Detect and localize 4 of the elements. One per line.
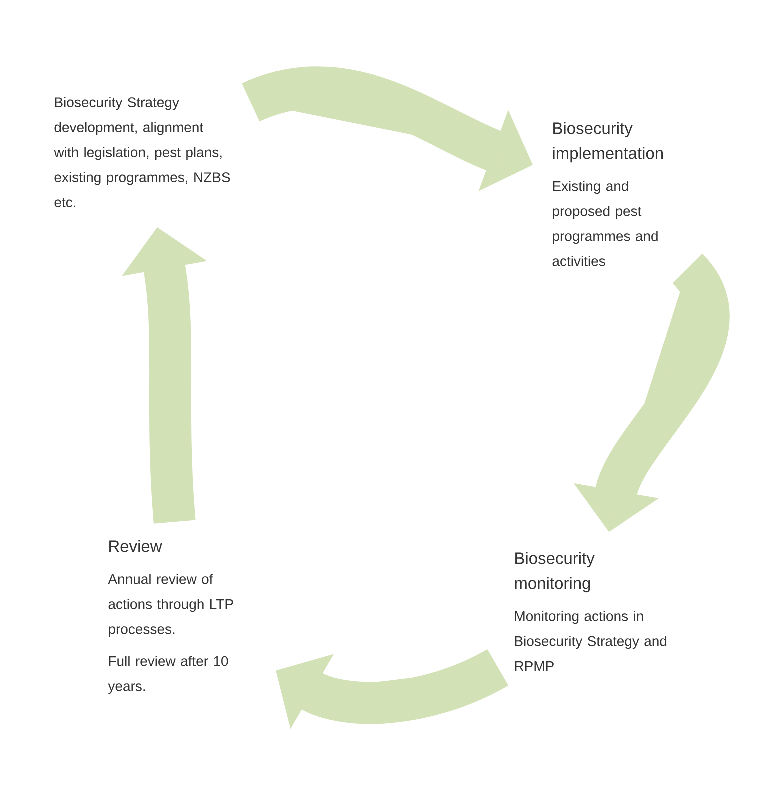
step-text: Biosecurity Strategy development, alignment with legislation, pest plans, existing programmes, NZBS etc. (54, 97, 230, 208)
step-text: Biosecurity implementation Existing and proposed pest programmes and activities (552, 122, 663, 266)
step-text: Biosecurity monitoring Monitoring actions in Biosecurity Strategy and RPMP (515, 552, 667, 672)
step-text: Review Annual review of actions through LTP processes. Full review after 10 years. (108, 540, 234, 694)
